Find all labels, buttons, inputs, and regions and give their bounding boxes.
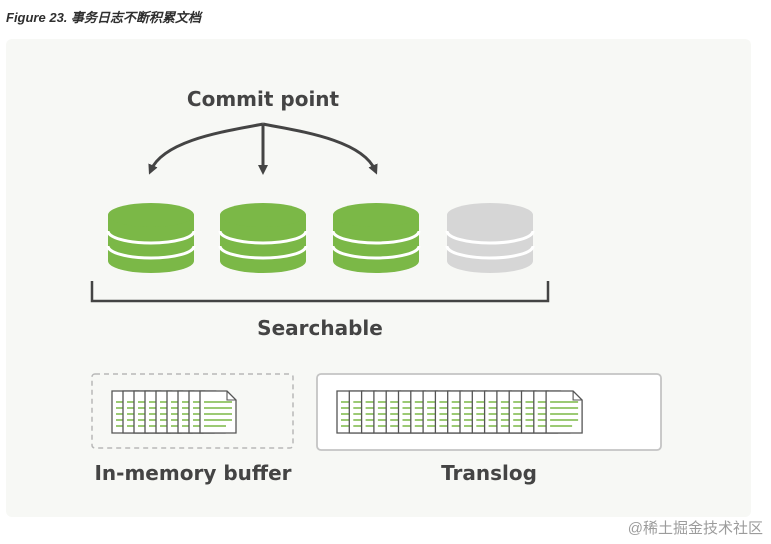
searchable-label: Searchable [257, 316, 383, 340]
commit-point-label: Commit point [186, 87, 340, 111]
segment-committed [106, 203, 196, 273]
arrow-to-segment-3 [262, 122, 378, 175]
document-icon [199, 390, 237, 434]
commit-point-arrows [148, 122, 378, 175]
segment-committed [218, 203, 308, 273]
figure-caption: Figure 23. 事务日志不断积累文档 [6, 10, 202, 25]
in-memory-buffer-label: In-memory buffer [94, 461, 292, 485]
document-icon [545, 390, 583, 434]
translog-label: Translog [441, 461, 537, 485]
segment-pending [445, 203, 535, 273]
in-memory-buffer-documents [111, 390, 237, 434]
watermark: @稀土掘金技术社区 [627, 520, 763, 537]
searchable-bracket [90, 281, 550, 303]
arrow-to-segment-1 [148, 122, 264, 175]
translog-documents [336, 390, 583, 434]
segment-committed [331, 203, 421, 273]
segments-group [106, 203, 535, 273]
